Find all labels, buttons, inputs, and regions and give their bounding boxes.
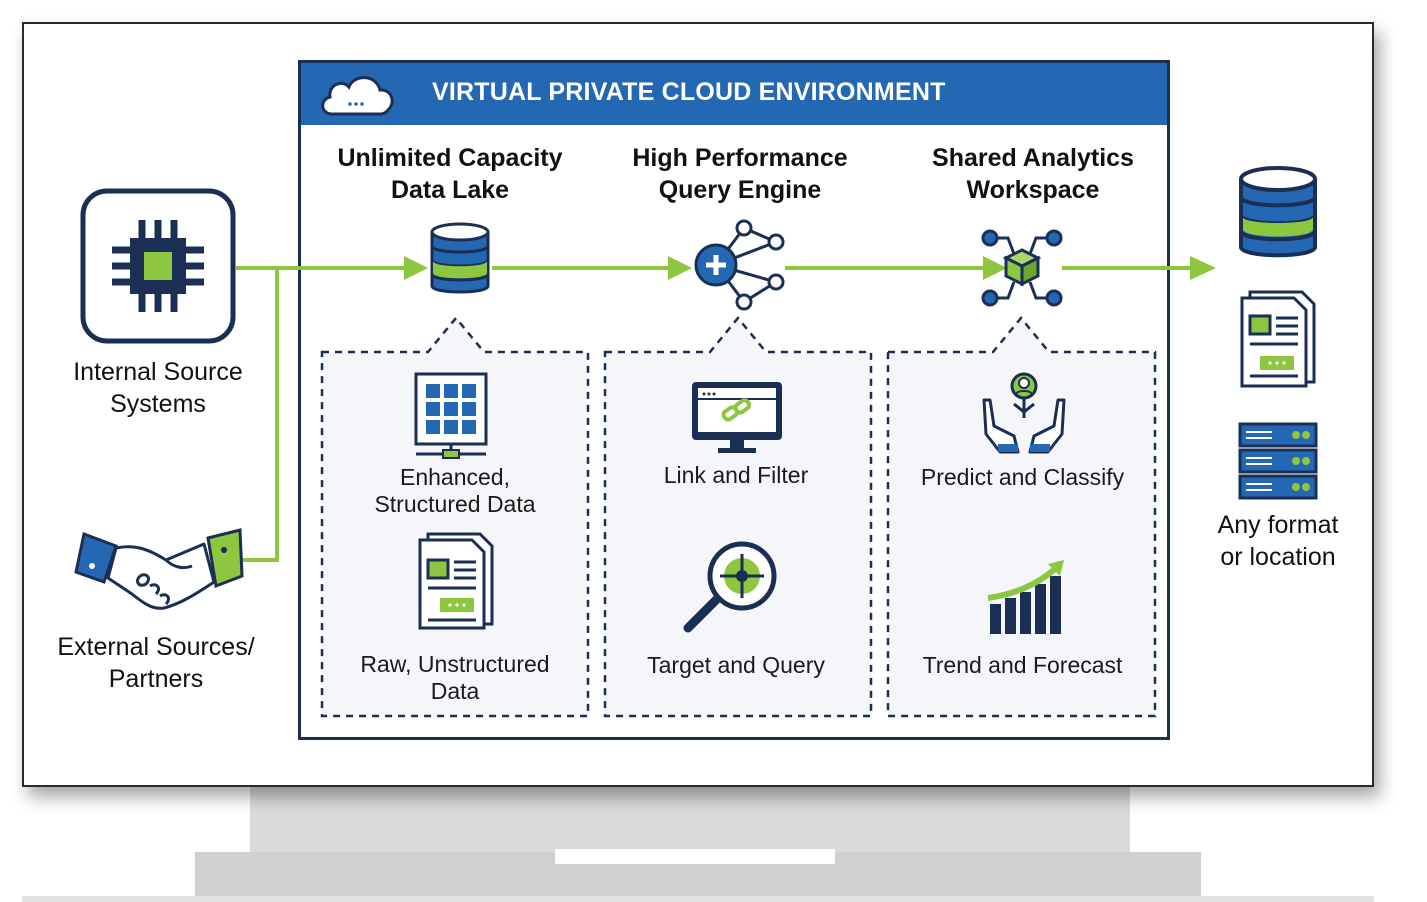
chip-icon (80, 188, 236, 344)
vpc-title: VIRTUAL PRIVATE CLOUD ENVIRONMENT (432, 78, 946, 106)
structured-data-grid-icon (414, 372, 488, 459)
growth-chart-icon (987, 560, 1064, 634)
unstructured-document-icon (418, 532, 494, 630)
target-query-label: Target and Query (647, 652, 825, 678)
structured-data-label: Enhanced,Structured Data (374, 464, 536, 517)
database-icon (430, 222, 490, 294)
output-database-icon (1239, 166, 1317, 258)
monitor-link-icon (692, 382, 782, 453)
network-icon (694, 219, 785, 311)
cube-network-icon (981, 229, 1063, 307)
external-sources-label: External Sources/Partners (57, 633, 255, 693)
magnifier-target-icon (683, 541, 777, 633)
laptop-slot (555, 849, 835, 864)
output-server-icon (1238, 422, 1318, 500)
cloud-icon (321, 76, 394, 116)
handshake-icon (74, 528, 244, 610)
laptop-foot (22, 896, 1374, 902)
laptop-body (250, 780, 1130, 852)
vpc-header-bar (301, 63, 1167, 125)
link-filter-label: Link and Filter (663, 462, 809, 488)
trend-forecast-label: Trend and Forecast (922, 652, 1123, 678)
predict-classify-label: Predict and Classify (920, 464, 1125, 490)
output-document-icon (1240, 290, 1316, 388)
hands-person-icon (982, 372, 1066, 454)
